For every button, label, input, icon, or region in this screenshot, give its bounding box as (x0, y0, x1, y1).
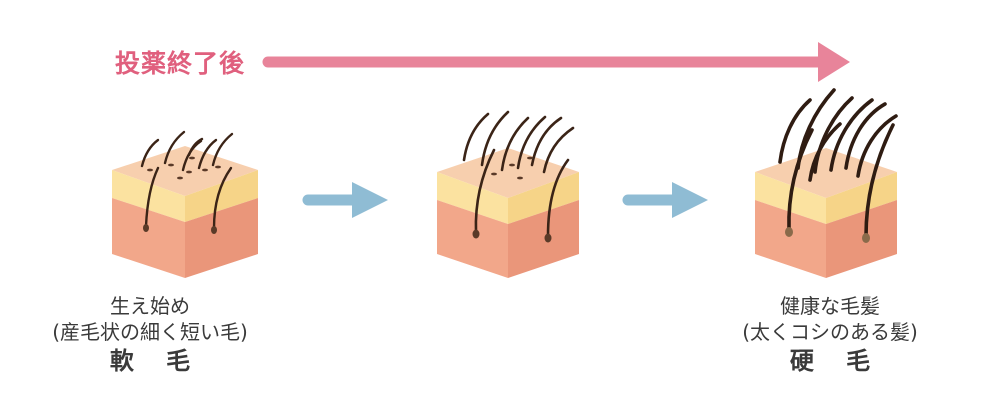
step-arrow-1 (302, 182, 388, 218)
caption-early-title: 軟 毛 (109, 347, 203, 375)
header-arrow (262, 42, 850, 82)
caption-early-line1: 生え始め (110, 294, 190, 318)
caption-late: 健康な毛髪 (太くコシのある髪) 硬 毛 (690, 293, 970, 377)
header-label: 投薬終了後 (115, 49, 246, 78)
follicles-early (143, 156, 221, 234)
skin-block-middle (437, 148, 579, 278)
caption-early: 生え始め (産毛状の細く短い毛) 軟 毛 (30, 293, 270, 377)
follicles-middle (472, 156, 552, 243)
hairs-late (778, 88, 898, 238)
skin-block-early (112, 146, 258, 278)
caption-early-line2: (産毛状の細く短い毛) (52, 320, 248, 344)
step-arrow-2 (622, 182, 708, 218)
caption-late-line1: 健康な毛髪 (780, 294, 880, 318)
follicles-late (785, 227, 870, 243)
caption-late-title: 硬 毛 (789, 347, 883, 375)
hairs-middle (462, 110, 575, 238)
hairs-early (140, 130, 234, 230)
caption-late-line2: (太くコシのある髪) (742, 320, 918, 344)
